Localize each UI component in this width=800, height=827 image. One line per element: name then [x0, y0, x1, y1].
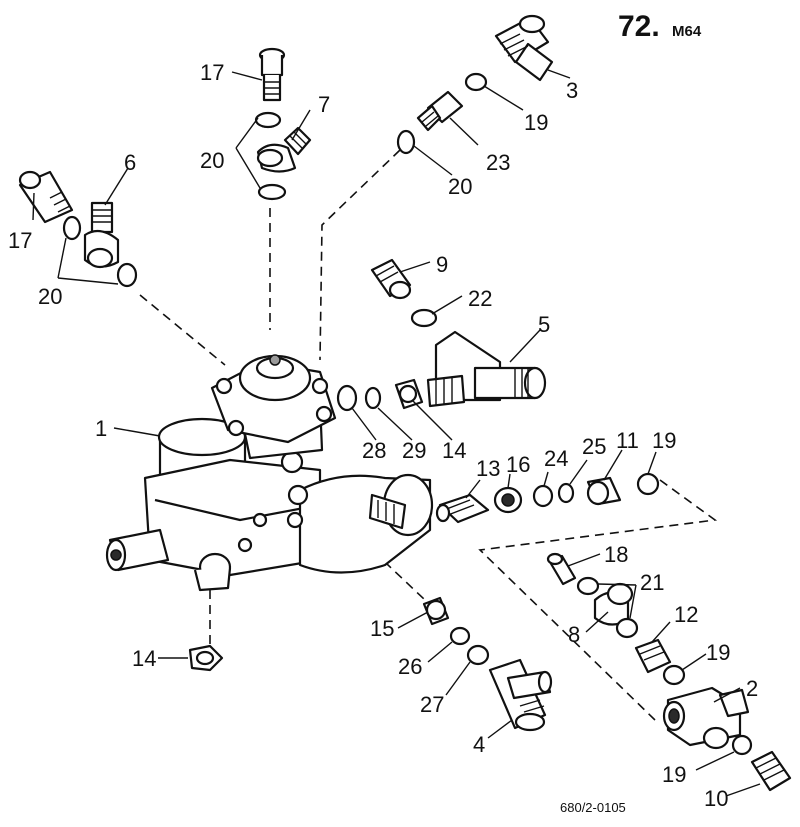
callout-27: 27 [420, 692, 444, 717]
part-6-banjo-fitting [83, 201, 120, 269]
part-12-union-and-washer [634, 638, 686, 686]
part-17-banjo-bolt-left [18, 170, 74, 224]
callout-20-left: 20 [38, 284, 62, 309]
part-3-angle-fitting [494, 14, 554, 82]
part-20-washers-left [62, 215, 138, 288]
callout-8: 8 [568, 622, 580, 647]
callout-19-bottom: 19 [662, 762, 686, 787]
callout-23: 23 [486, 150, 510, 175]
callout-14-bottom: 14 [132, 646, 156, 671]
part-9-union [370, 258, 412, 300]
callout-26: 26 [398, 654, 422, 679]
callout-14-top: 14 [442, 438, 466, 463]
callout-1: 1 [95, 416, 107, 441]
callout-20-mid: 20 [448, 174, 472, 199]
part-2-t-fitting [662, 686, 750, 750]
callout-9: 9 [436, 252, 448, 277]
callout-numbers: 1 2 3 4 5 6 7 8 9 10 11 12 13 14 14 15 1… [8, 60, 758, 811]
callout-20-top: 20 [200, 148, 224, 173]
callout-17-top: 17 [200, 60, 224, 85]
callout-3: 3 [566, 78, 578, 103]
callout-15: 15 [370, 616, 394, 641]
part-23-adapter [416, 90, 464, 132]
drawing-reference: 680/2-0105 [560, 800, 626, 815]
page-number: 72. [618, 10, 660, 43]
callout-24: 24 [544, 446, 568, 471]
callout-19-top: 19 [524, 110, 548, 135]
parts-15-26-27-4-lower [422, 596, 553, 732]
page-section-code: M64 [672, 23, 702, 40]
part-1-main-body [105, 354, 434, 592]
part-20-washer-mid [396, 129, 416, 155]
callout-16: 16 [506, 452, 530, 477]
callout-28: 28 [362, 438, 386, 463]
part-19-washer-top [464, 72, 488, 92]
callout-2: 2 [746, 676, 758, 701]
callout-4: 4 [473, 732, 485, 757]
part-7-banjo-fitting-top [254, 111, 312, 201]
callout-5: 5 [538, 312, 550, 337]
callout-12: 12 [674, 602, 698, 627]
callout-25: 25 [582, 434, 606, 459]
callout-17-left: 17 [8, 228, 32, 253]
callout-10: 10 [704, 786, 728, 811]
part-14-nut-lower [188, 644, 224, 672]
part-5-t-piece [426, 330, 547, 408]
callout-19-lower: 19 [706, 640, 730, 665]
callout-19-right: 19 [652, 428, 676, 453]
parts-row-13-16-24-25-11-19 [435, 472, 660, 524]
callout-13: 13 [476, 456, 500, 481]
callout-7: 7 [318, 92, 330, 117]
callout-11: 11 [616, 428, 639, 453]
callout-29: 29 [402, 438, 426, 463]
leader-lines [32, 69, 761, 797]
callout-18: 18 [604, 542, 628, 567]
part-22-washer [410, 308, 438, 328]
part-17-banjo-bolt-top [258, 47, 286, 102]
callout-22: 22 [468, 286, 492, 311]
parts-28-29-14-seal-stack [336, 378, 424, 412]
callout-6: 6 [124, 150, 136, 175]
parts-18-21-8-banjo-set [546, 552, 639, 639]
callout-21: 21 [640, 570, 664, 595]
parts-19-10-bottom [731, 734, 792, 792]
